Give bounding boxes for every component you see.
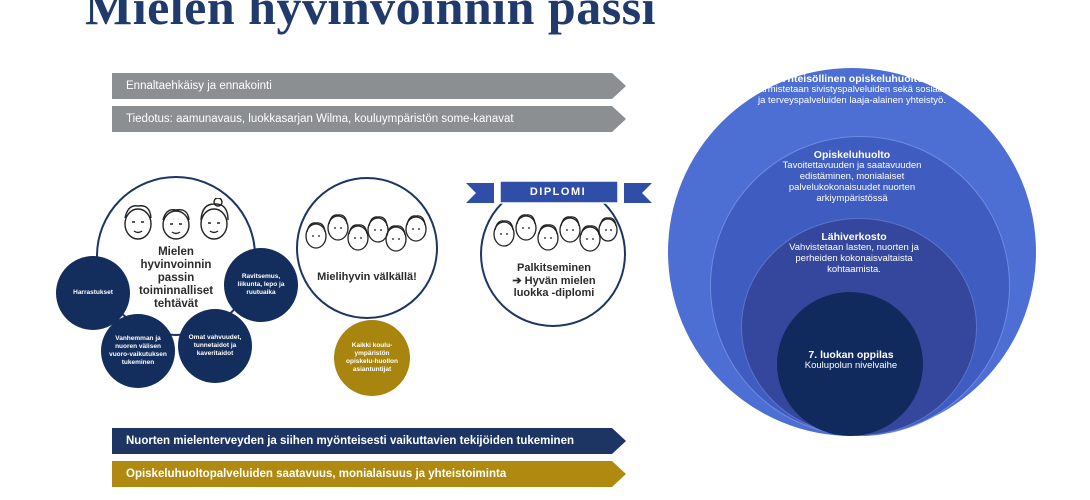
circle-diplomi	[480, 181, 626, 327]
page-title: Mielen hyvinvoinnin passi	[85, 0, 656, 35]
desc-opiskeluhuolto: Tavoitettavuuden ja saatavuuden edistämi…	[782, 160, 922, 204]
circle-mielihyvin	[296, 177, 438, 319]
arrow-tiedotus: Tiedotus: aamunavaus, luokkasarjan Wilma…	[112, 106, 626, 132]
diplomi-text: ➔ Hyvän mielen luokka -diplomi	[512, 274, 596, 300]
text-lahiverkosto: Lähiverkosto Vahvistetaan lasten, nuorte…	[780, 231, 928, 276]
satellite-omat-vahvuudet: Omat vahvuudet, tunnetaidot ja kaveritai…	[178, 309, 252, 383]
text-yhteisollinen: Yhteisöllinen opiskeluhuolto Varmistetaa…	[750, 73, 954, 107]
desc-lahiverkosto: Vahvistetaan lasten, nuorten ja perheide…	[789, 242, 919, 275]
title-yhteisollinen: Yhteisöllinen opiskeluhuolto	[780, 73, 924, 85]
satellite-harrastukset: Harrastukset	[56, 256, 130, 330]
text-opiskeluhuolto: Opiskeluhuolto Tavoitettavuuden ja saata…	[766, 149, 938, 205]
text-oppilas: 7. luokan oppilas Koulupolun nivelvaihe	[787, 349, 915, 372]
circle-tehtavat-label: Mielen hyvinvoinnin passin toiminnallise…	[138, 246, 214, 310]
diplomi-ribbon-label: DIPLOMI	[529, 186, 587, 198]
faces-illustration-2	[305, 214, 427, 252]
palkitseminen-text: Palkitseminen	[517, 262, 591, 274]
ring-oppilas	[777, 292, 923, 436]
arrow-ennaltaehkaisy: Ennaltaehkäisy ja ennakointi	[112, 73, 626, 99]
faces-illustration-3	[493, 214, 618, 252]
title-opiskeluhuolto: Opiskeluhuolto	[813, 149, 891, 161]
circle-mielihyvin-label: Mielihyvin välkällä!	[317, 271, 417, 283]
satellite-asiantuntijat: Kaikki koulu-ympäristön opiskelu-huollon…	[334, 320, 410, 396]
faces-illustration-1	[124, 198, 229, 240]
desc-oppilas: Koulupolun nivelvaihe	[804, 360, 898, 372]
desc-yhteisollinen: Varmistetaan sivistyspalveluiden sekä so…	[753, 84, 951, 106]
circle-diplomi-label: Palkitseminen ➔ Hyvän mielen luokka -dip…	[494, 262, 614, 300]
satellite-vanhemman: Vanhemman ja nuoren välisen vuoro-vaikut…	[101, 314, 175, 388]
satellite-ravitsemus: Ravitsemus, liikunta, lepo ja ruutuaika	[224, 248, 298, 322]
title-oppilas: 7. luokan oppilas	[808, 349, 894, 361]
arrow-saatavuus: Opiskeluhuoltopalveluiden saatavuus, mon…	[112, 461, 626, 487]
diplomi-ribbon	[466, 180, 652, 204]
title-lahiverkosto: Lähiverkosto	[821, 231, 887, 243]
arrow-mielenterveys: Nuorten mielenterveyden ja siihen myönte…	[112, 428, 626, 454]
